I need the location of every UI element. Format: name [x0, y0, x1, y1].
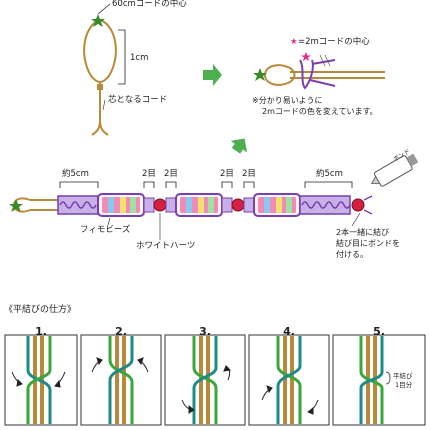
right-arrow-icon	[203, 64, 222, 86]
label-60cm-center: 60cmコードの中心	[112, 0, 187, 9]
star-icon	[91, 14, 105, 27]
label-core-cord: 芯となるコード	[108, 95, 168, 105]
core-cord-loop	[83, 18, 117, 136]
panel5-cords	[359, 336, 391, 424]
label-1cm: 1cm	[130, 53, 149, 63]
bond-tube	[370, 153, 419, 187]
label-2-stitches-3: 2目	[220, 169, 234, 179]
knot-panels	[4, 334, 426, 426]
label-white-hearts: ホワイトハーツ	[136, 241, 196, 251]
label-approx-5cm-left: 約5cm	[62, 169, 89, 179]
note-line1: ※分かり易いように	[252, 96, 323, 105]
section-title: 《平結びの仕方》	[4, 305, 77, 315]
cord-with-center	[263, 54, 385, 90]
label-2-stitches-1: 2目	[142, 169, 156, 179]
label-approx-5cm-right: 約5cm	[316, 169, 343, 179]
step-1-number: 1.	[35, 325, 47, 338]
step-5-number: 5.	[373, 325, 385, 338]
star-icon	[9, 199, 23, 212]
note-line2: 2mコードの色を変えています。	[262, 107, 378, 116]
label-2-stitches-2: 2目	[164, 169, 178, 179]
panel3-cords	[192, 336, 218, 424]
panel2-cords	[108, 336, 134, 424]
label-2-stitches-4: 2目	[242, 169, 256, 179]
tie-note-line3: 付ける。	[336, 250, 368, 259]
pink-star-label-icon: ★	[290, 37, 298, 47]
star-icon	[253, 68, 267, 81]
label-fimo-beads: フィモビーズ	[80, 225, 131, 235]
step-2-number: 2.	[115, 325, 127, 338]
tie-note-line1: 2本一緒に結び	[336, 228, 390, 237]
step-3-number: 3.	[199, 325, 211, 338]
down-arrow-icon	[230, 138, 248, 154]
beaded-strap	[12, 193, 373, 217]
measure-brackets	[59, 181, 353, 188]
rotation-arrows	[11, 357, 319, 415]
flat-knot-label2: 1目分	[395, 381, 413, 389]
panel1-cords	[26, 336, 52, 424]
pink-star-icon	[301, 52, 311, 61]
step-4-number: 4.	[283, 325, 295, 338]
flat-knot-label1: 平結び	[393, 372, 413, 380]
tie-note-line2: 結び目にボンドを	[336, 239, 400, 248]
panel-core-cords	[33, 336, 377, 424]
panel4-cords	[276, 336, 302, 424]
label-2m-center: =2mコードの中心	[298, 37, 370, 47]
